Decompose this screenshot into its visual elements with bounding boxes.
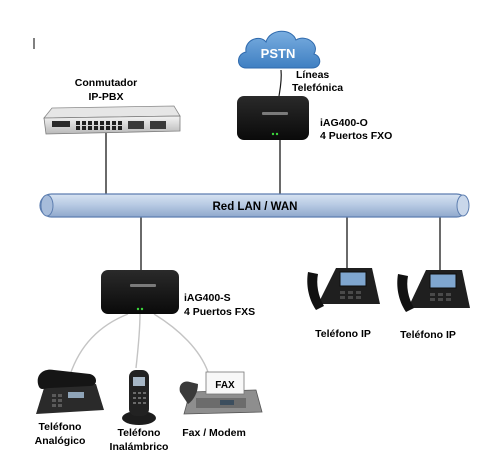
- pbx-label-1: Conmutador: [75, 77, 137, 89]
- pstn-line: [278, 69, 282, 97]
- pstn-lines-label-1: Líneas: [296, 69, 329, 81]
- ip-pbx-device: [43, 105, 181, 135]
- pstn-cloud: PSTN: [238, 30, 321, 69]
- ip-phone-2-screen: [429, 273, 457, 289]
- pbx-ports: [76, 121, 166, 130]
- cloud-icon: [238, 30, 321, 69]
- pbx-label-2: IP-PBX: [88, 91, 123, 103]
- fax-paper-text: FAX: [215, 380, 235, 391]
- fxs-logo: [130, 284, 156, 287]
- cable-fax: [153, 313, 209, 373]
- wireless-phone-base: [122, 411, 156, 425]
- wireless-phone: [122, 370, 156, 425]
- wireless-phone-label-2: Inalámbrico: [110, 441, 169, 453]
- analog-phone-label-2: Analógico: [35, 435, 86, 447]
- fxs-label-1: iAG400-S: [184, 292, 231, 304]
- fax-machine: FAX: [179, 371, 263, 415]
- fxo-label-1: iAG400-O: [320, 117, 368, 129]
- iag400-s-gateway: [101, 270, 179, 314]
- pbx-display: [52, 121, 70, 127]
- iag400-o-gateway: [237, 96, 309, 140]
- analog-cables: [69, 313, 209, 376]
- wireless-phone-keypad: [133, 392, 146, 404]
- analog-phone-base: [36, 384, 104, 414]
- fxo-label-2: 4 Puertos FXO: [320, 130, 392, 142]
- fax-label: Fax / Modem: [182, 427, 246, 439]
- pstn-lines-label-2: Telefónica: [292, 82, 343, 94]
- ip-phone-1-screen: [339, 271, 367, 287]
- pipe-end-left: [40, 194, 54, 217]
- fxo-logo: [262, 112, 288, 115]
- network-bus: Red LAN / WAN: [39, 193, 470, 218]
- ip-phone-1-handset: [307, 272, 324, 310]
- fxo-led: [275, 132, 279, 136]
- cloud-label: PSTN: [261, 46, 296, 61]
- ip-phone-1-keypad: [340, 291, 361, 299]
- fxs-box: [101, 270, 179, 314]
- fxs-label-2: 4 Puertos FXS: [184, 306, 255, 318]
- analog-phone: [36, 369, 104, 414]
- ip-phone-2-keypad: [430, 293, 451, 301]
- ip-phone-2-handset: [397, 274, 414, 312]
- ip-phone-1: [307, 268, 380, 310]
- pipe-end-right: [456, 194, 470, 217]
- analog-phone-label-1: Teléfono: [39, 421, 82, 433]
- analog-phone-keypad: [52, 394, 62, 407]
- fxs-led: [140, 307, 144, 311]
- ip-phone-1-label: Teléfono IP: [315, 328, 371, 340]
- fax-handset: [179, 381, 198, 404]
- ip-phone-2: [397, 270, 470, 312]
- network-label: Red LAN / WAN: [213, 201, 298, 213]
- fxs-led: [136, 307, 140, 311]
- wireless-phone-screen: [133, 377, 145, 386]
- ip-phone-2-label: Teléfono IP: [400, 329, 456, 341]
- fxo-led: [271, 132, 275, 136]
- connection-lines: [105, 133, 441, 272]
- fax-paper: [205, 371, 245, 395]
- analog-phone-display: [68, 392, 84, 398]
- cable-analog: [69, 313, 129, 376]
- fxo-box: [237, 96, 309, 140]
- wireless-phone-label-1: Teléfono: [118, 427, 161, 439]
- fax-display: [220, 400, 234, 405]
- cable-wireless: [135, 313, 141, 369]
- analog-phone-handset: [37, 369, 96, 389]
